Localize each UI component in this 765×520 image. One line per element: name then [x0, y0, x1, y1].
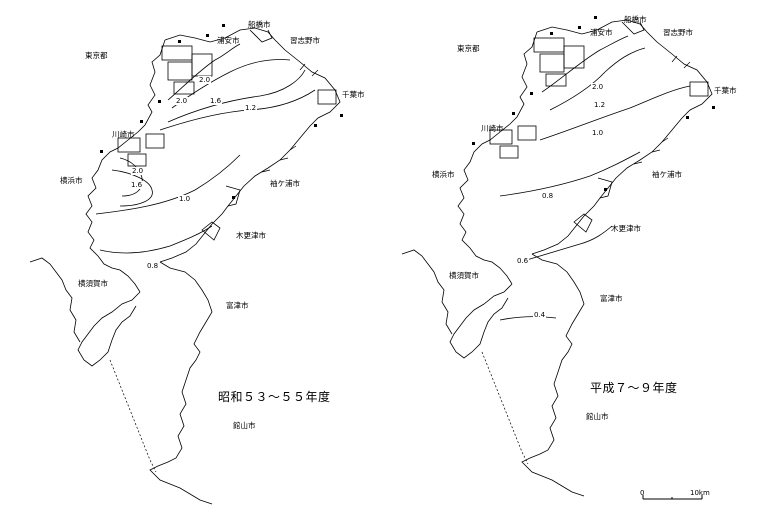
right-contour-label: 0.4	[533, 311, 547, 319]
right-city-funabashi: 船橋市	[624, 15, 647, 24]
right-contour-line	[499, 316, 557, 321]
left-contour-line	[99, 225, 213, 254]
left-city-urayasu: 浦安市	[217, 36, 240, 45]
left-city-funabashi: 船橋市	[248, 20, 271, 29]
left-contour-label: 1.6	[209, 97, 223, 105]
left-coastline	[29, 23, 344, 505]
left-city-yokosuka: 横須賀市	[78, 279, 108, 288]
right-contour-label: 1.0	[591, 129, 605, 137]
right-period-label: 平成７～９年度	[590, 381, 678, 395]
right-city-chiba: 千葉市	[714, 86, 737, 95]
left-contour-line	[119, 157, 143, 197]
right-contour-line	[549, 47, 646, 111]
right-city-tateyama: 館山市	[586, 412, 609, 421]
left-contour-label: 2.0	[175, 97, 189, 105]
left-contour-line	[171, 59, 291, 109]
right-city-kawasaki: 川崎市	[481, 124, 504, 133]
right-contour-label: 2.0	[591, 83, 605, 91]
left-city-yokohama: 横浜市	[60, 176, 83, 185]
scale-start-label: 0	[640, 489, 645, 497]
left-city-kawasaki: 川崎市	[112, 130, 135, 139]
right-city-futtsu: 富津市	[600, 294, 623, 303]
left-city-tateyama: 館山市	[233, 421, 256, 430]
left-city-futtsu: 富津市	[226, 301, 249, 310]
left-city-tokyo: 東京都	[85, 51, 108, 60]
right-city-yokohama: 横浜市	[432, 170, 455, 179]
right-contour-line	[519, 225, 613, 263]
scale-end-label: 10km	[690, 489, 710, 497]
left-contour-line	[95, 154, 241, 215]
right-city-yokosuka: 横須賀市	[449, 271, 479, 280]
left-contour-label: 1.6	[130, 181, 144, 189]
left-city-sodegaura: 袖ケ浦市	[270, 179, 300, 188]
left-contour-label: 0.8	[146, 262, 160, 270]
right-contour-label: 1.2	[593, 101, 607, 109]
left-contour-label: 2.0	[198, 76, 212, 84]
left-period-label: 昭和５３～５５年度	[218, 390, 331, 404]
right-city-urayasu: 浦安市	[590, 28, 613, 37]
right-city-narashino: 習志野市	[663, 28, 693, 37]
left-contour-line	[167, 69, 306, 123]
right-contour-label: 0.8	[541, 192, 555, 200]
right-city-kisarazu: 木更津市	[611, 224, 641, 233]
left-city-narashino: 習志野市	[290, 36, 320, 45]
right-contour-line	[541, 35, 629, 93]
right-contour-line	[539, 85, 691, 141]
right-contour-line	[499, 151, 641, 197]
left-contour-line	[167, 43, 241, 101]
right-city-sodegaura: 袖ケ浦市	[652, 170, 682, 179]
left-contour-label: 1.0	[178, 195, 192, 203]
right-city-tokyo: 東京都	[457, 44, 480, 53]
left-city-kisarazu: 木更津市	[236, 231, 266, 240]
left-contour-label: 2.0	[131, 167, 145, 175]
left-contour-label: 1.2	[244, 104, 258, 112]
left-contour-line	[111, 169, 153, 207]
left-city-chiba: 千葉市	[342, 90, 365, 99]
left-contour-line	[159, 89, 316, 131]
right-contour-label: 0.6	[516, 257, 530, 265]
right-coastline	[401, 15, 716, 497]
